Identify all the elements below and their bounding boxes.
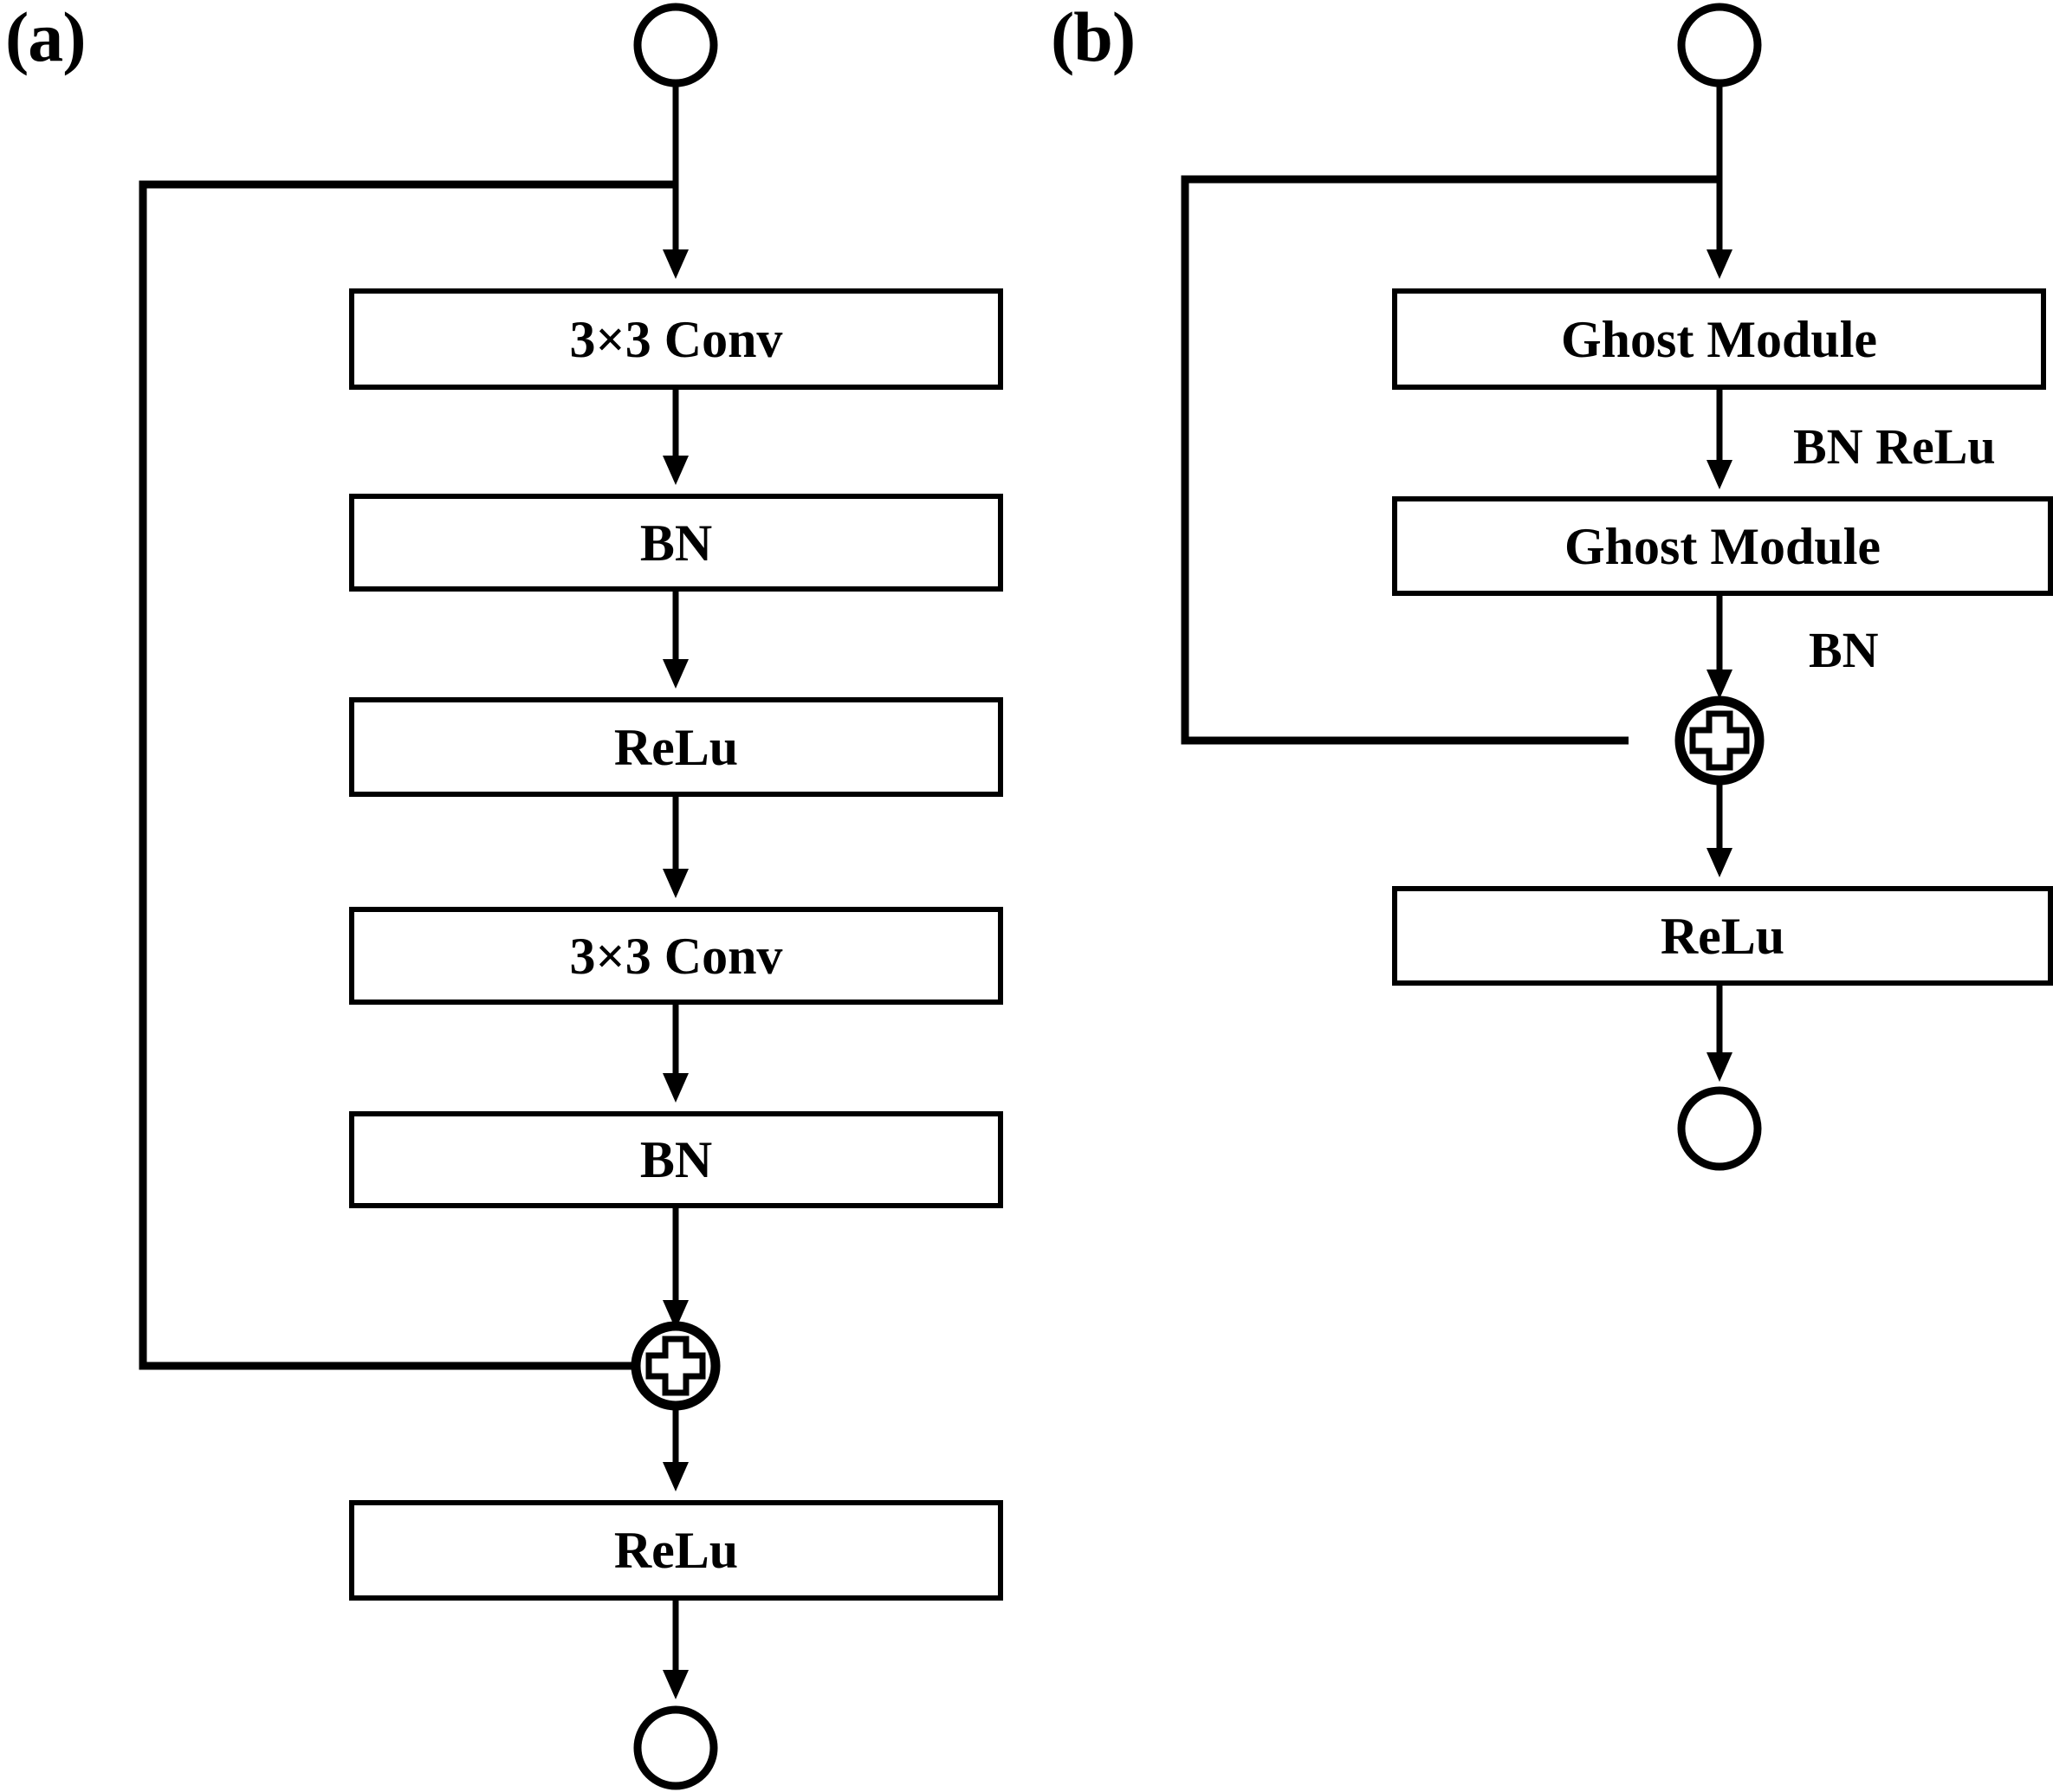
a-box-conv-1[interactable]: 3×3 Conv [349,288,1003,390]
b-box-ghost-module-2-label: Ghost Module [1564,517,1881,575]
b-adder-circle [1674,695,1765,786]
a-box-relu-2[interactable]: ReLu [349,1500,1003,1601]
a-box-bn-2[interactable]: BN [349,1111,1003,1208]
b-edge-label-bn-relu: BN ReLu [1793,418,1996,475]
panel-label-a: (a) [5,0,87,76]
b-box-ghost-module-2[interactable]: Ghost Module [1392,496,2053,596]
b-box-ghost-module-1[interactable]: Ghost Module [1392,288,2046,390]
b-input-terminal-circle [1677,3,1762,87]
a-plus-icon [645,1336,706,1396]
a-box-bn-2-label: BN [639,1131,713,1188]
a-box-conv-1-label: 3×3 Conv [569,310,783,368]
b-skip-connection [1181,175,1719,745]
a-adder-circle [631,1321,721,1411]
a-box-bn-1-label: BN [639,514,713,572]
a-box-relu-1-label: ReLu [613,718,739,776]
a-input-terminal-circle [633,3,718,87]
panel-label-b: (b) [1051,0,1136,76]
a-output-terminal-circle [633,1705,718,1790]
b-edge-label-bn: BN [1809,622,1879,678]
a-box-relu-1[interactable]: ReLu [349,697,1003,797]
a-box-conv-2[interactable]: 3×3 Conv [349,907,1003,1005]
a-box-relu-2-label: ReLu [613,1522,739,1579]
a-box-conv-2-label: 3×3 Conv [569,927,783,985]
b-box-relu[interactable]: ReLu [1392,886,2053,986]
b-plus-icon [1689,710,1750,771]
b-output-terminal-circle [1677,1086,1762,1171]
b-box-ghost-module-1-label: Ghost Module [1560,310,1878,368]
a-box-bn-1[interactable]: BN [349,494,1003,592]
b-box-relu-label: ReLu [1660,907,1785,965]
